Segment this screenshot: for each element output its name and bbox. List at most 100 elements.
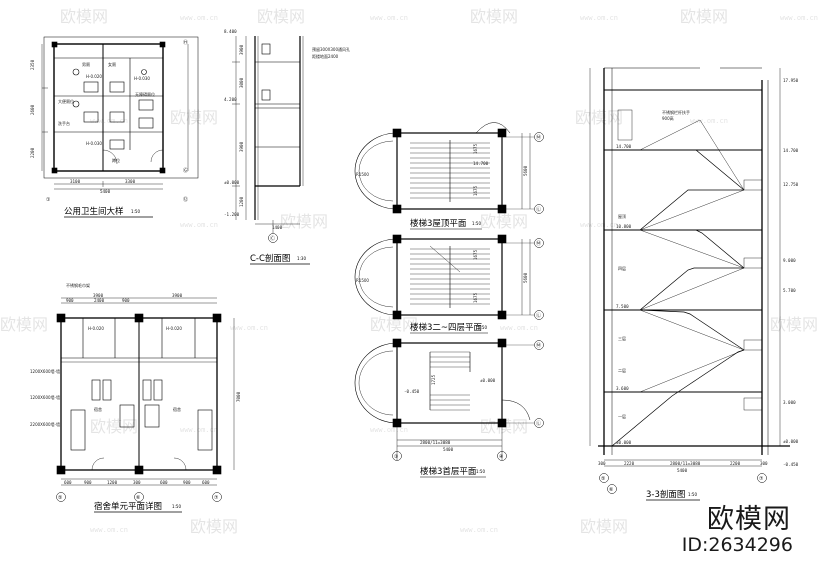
section-33-dim: 5400 [677, 468, 688, 473]
section-33-elevation: 10.800 [616, 224, 632, 229]
section-cc-dim: 1400 [272, 225, 283, 230]
section-cc-note: 预留300X300通风孔 [312, 46, 350, 52]
section-cc-elevation: ±0.000 [224, 180, 240, 185]
stair-mid-title: 楼梯3二~四层平面 [410, 322, 483, 333]
section-33-note: 900高 [662, 115, 674, 121]
dorm-note: 不锈钢毛巾架 [66, 282, 90, 288]
dorm-dim-bottom: 900 [183, 480, 191, 485]
toilet-scale: 1:50 [131, 209, 140, 214]
section-33-title: 3-3剖面图 [646, 489, 685, 500]
watermark-url: www.om.cn [90, 117, 128, 125]
toilet-dim-bottom: 3300 [125, 179, 136, 184]
watermark-url: www.om.cn [180, 14, 218, 22]
section-cc-dim: 1200 [239, 196, 244, 207]
stair-ground-title: 楼梯3首层平面 [420, 466, 477, 477]
axis-bubble: ⑫ [183, 196, 188, 203]
toilet-label: 蹲位 [112, 157, 120, 163]
toilet-annotations: 3100 3300 5400 2350 2600 2200 男厕 女厕 大便厕位… [30, 39, 188, 218]
toilet-title: 公用卫生间大样 [64, 206, 124, 217]
section-33-elevation: 14.700 [783, 148, 799, 153]
section-33-elevation: 3.000 [783, 400, 796, 405]
section-cc-elevation: -1.200 [224, 212, 240, 217]
section-cc-annotations: 预留300X300通风孔 距楼地面2400 8.400 4.200 ±0.000… [224, 29, 350, 265]
dorm-dim-bottom: 1200 [107, 480, 118, 485]
section-33-dim: 300 [598, 461, 606, 466]
section-cc-dim: 3000 [239, 77, 244, 88]
section-33-dim: 2200 [730, 461, 741, 466]
watermark-url: www.om.cn [500, 324, 538, 332]
axis-bubble: ⑤ [58, 495, 62, 501]
floor-label: 二层 [618, 367, 626, 373]
dorm-room: 宿舍 [94, 406, 102, 412]
watermark-url: www.om.cn [580, 221, 618, 229]
axis-bubble: ⑦ [214, 495, 219, 501]
axis-bubble: ⑦ [759, 476, 764, 482]
toilet-label: 女厕 [108, 61, 116, 67]
dorm-dim-sub: 900 [66, 298, 74, 303]
stair-dim: 5400 [443, 447, 454, 452]
axis-bubble: ④ [499, 454, 504, 460]
dorm-dim-sub: 900 [122, 298, 130, 303]
dorm-note: 2200X600墙-墙 [30, 421, 60, 427]
toilet-detail-plan [41, 36, 199, 190]
watermark-logo: 欧模网 [370, 315, 418, 334]
axis-bubble: ③ [394, 454, 398, 460]
section-cc-dim: 3900 [239, 44, 244, 55]
stair-dim: 1675 [473, 185, 478, 196]
dorm-note: 1200X600墙-墙 [30, 368, 60, 374]
stair-elevation: 14.700 [473, 161, 489, 166]
watermark-logo: 欧模网 [280, 212, 328, 231]
stair-radius: R1500 [356, 278, 369, 283]
section-33-elevation: ±0.000 [783, 439, 799, 444]
brand-logo-text: 欧模网 [707, 504, 791, 535]
stair-radius: R1500 [356, 172, 369, 177]
section-33-elevation: 17.950 [783, 78, 799, 83]
watermark-url: www.om.cn [580, 14, 618, 22]
floor-label: 一层 [618, 413, 626, 419]
axis-bubble: Ⓗ [183, 39, 188, 46]
watermark-logo: 欧模网 [90, 417, 138, 436]
watermark-logo: 欧模网 [190, 517, 238, 536]
dorm-unit-plan [56, 297, 235, 502]
dorm-dim-bottom: 600 [202, 480, 210, 485]
section-cc-elevation: 4.200 [224, 97, 237, 102]
axis-bubble: Ⓜ [536, 240, 541, 247]
section-cc-elevation: 8.400 [224, 29, 237, 34]
watermark-url: www.om.cn [180, 426, 218, 434]
section-33-elevation: 14.700 [616, 144, 632, 149]
dorm-elevation: H-0.020 [166, 326, 182, 331]
floor-label: 三层 [618, 335, 626, 341]
watermark-logo: 欧模网 [470, 7, 518, 26]
dorm-dim-sub: 2400 [94, 298, 105, 303]
section-cc-title: C-C剖面图 [250, 253, 290, 264]
dorm-dim-top: 3900 [93, 293, 104, 298]
dorm-dim-side: 7000 [236, 391, 241, 402]
toilet-dim-total: 5400 [100, 189, 111, 194]
axis-bubble: Ⓛ [536, 420, 541, 427]
section-33-annotations: 屋顶 四层 三层 二层 一层 17.950 14.700 12.750 9.00… [598, 78, 799, 501]
axis-bubble: Ⓛ [536, 206, 541, 213]
stair-mid-scale: 1:50 [478, 325, 487, 330]
stair-dim: 5600 [523, 272, 528, 283]
section-33-dim: 2220 [624, 461, 635, 466]
stair-mid-plan [354, 234, 531, 320]
stair-dim: 1675 [473, 292, 478, 303]
watermark-url: www.om.cn [370, 14, 408, 22]
axis-bubble: Ⓖ [183, 167, 188, 174]
section-33-note: 不锈钢栏杆扶手 [662, 109, 690, 115]
toilet-dim-left: 2600 [30, 104, 35, 115]
stair-dim: 1675 [473, 143, 478, 154]
stair-elevation: -0.450 [404, 389, 420, 394]
stair-roof-plan [354, 122, 531, 214]
section-33-elevation: ±0.000 [616, 440, 632, 445]
toilet-elevation: H-0.030 [86, 141, 102, 146]
section-33-scale: 1:50 [688, 492, 697, 497]
toilet-dim-left: 2200 [30, 147, 35, 158]
axis-bubble: ⑤ [601, 476, 605, 482]
axis-bubble: Ⓒ [270, 235, 275, 242]
toilet-dim-bottom: 3100 [70, 179, 81, 184]
toilet-dim-left: 2350 [30, 59, 35, 70]
watermark-layer: 欧模网 欧模网 欧模网 欧模网 欧模网 欧模网 欧模网 欧模网 欧模网 欧模网 … [0, 7, 818, 536]
watermark-logo: 欧模网 [257, 7, 305, 26]
